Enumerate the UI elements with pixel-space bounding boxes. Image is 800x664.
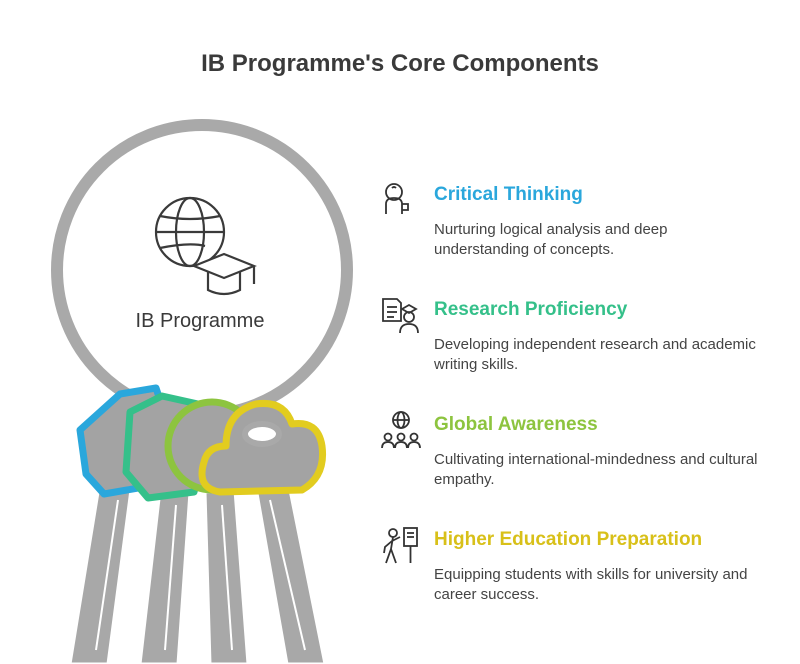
keyring-illustration [51,119,353,664]
component-heading: Global Awareness [434,414,598,435]
key-blade-yellow [253,478,327,664]
component-heading: Higher Education Preparation [434,529,703,550]
component-heading: Critical Thinking [434,184,583,205]
key-head-yellow [198,399,327,496]
key-blade-blue [68,478,134,664]
ring-label: IB Programme [135,310,265,332]
component-heading: Research Proficiency [434,299,628,320]
thinking-head-icon [385,183,409,214]
globe-graduation-icon [154,196,257,296]
component-description: Developing independent research and acad… [434,336,756,373]
component-description: Equipping students with skills for unive… [434,566,748,603]
component-description: Nurturing logical analysis and deep unde… [434,221,668,258]
component-description: Cultivating international-mindedness and… [434,451,758,488]
key-hole [242,421,282,447]
page-title: IB Programme's Core Components [201,50,599,77]
research-document-icon [382,298,419,334]
key-blade-grooves [95,499,306,651]
student-presentation-icon [383,527,418,564]
globe-people-icon [381,411,421,449]
